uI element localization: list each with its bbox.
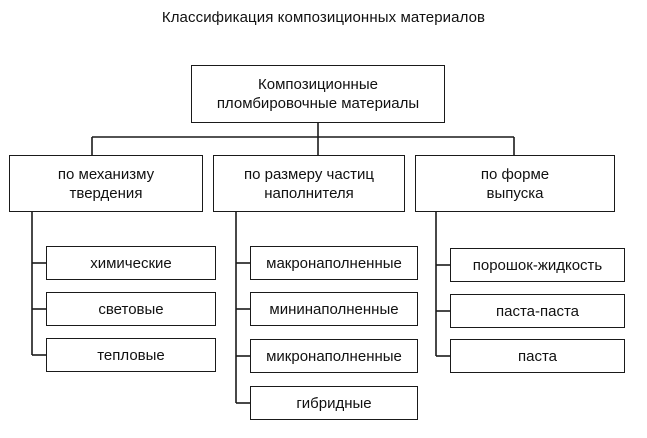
leaf-node: паста: [450, 339, 625, 373]
root-node-label: Композиционные пломбировочные материалы: [216, 76, 420, 112]
leaf-node-label: тепловые: [97, 346, 165, 364]
leaf-node-label: микронаполненные: [266, 347, 402, 365]
leaf-node-label: паста: [517, 347, 557, 365]
leaf-node-label: макронаполненные: [266, 254, 402, 272]
leaf-node: мининаполненные: [250, 292, 418, 326]
leaf-node: тепловые: [46, 338, 216, 372]
leaf-node-label: паста-паста: [495, 302, 579, 320]
leaf-node: микронаполненные: [250, 339, 418, 373]
leaf-node: химические: [46, 246, 216, 280]
category-node-label: по размеру частиц наполнителя: [243, 165, 375, 202]
leaf-node: макронаполненные: [250, 246, 418, 280]
leaf-node: световые: [46, 292, 216, 326]
leaf-node-label: световые: [98, 300, 164, 318]
category-node-particle-size: по размеру частиц наполнителя: [213, 155, 405, 212]
category-node-label: по механизму твердения: [57, 165, 155, 202]
leaf-node: паста-паста: [450, 294, 625, 328]
category-node-hardening: по механизму твердения: [9, 155, 203, 212]
leaf-node: гибридные: [250, 386, 418, 420]
category-node-release-form: по форме выпуска: [415, 155, 615, 212]
diagram-title: Классификация композиционных материалов: [161, 9, 486, 26]
root-node: Композиционные пломбировочные материалы: [191, 65, 445, 123]
leaf-node-label: химические: [90, 254, 172, 272]
leaf-node-label: гибридные: [296, 394, 372, 412]
leaf-node-label: мининаполненные: [269, 300, 399, 318]
category-node-label: по форме выпуска: [480, 165, 550, 202]
leaf-node: порошок-жидкость: [450, 248, 625, 282]
leaf-node-label: порошок-жидкость: [472, 256, 603, 274]
